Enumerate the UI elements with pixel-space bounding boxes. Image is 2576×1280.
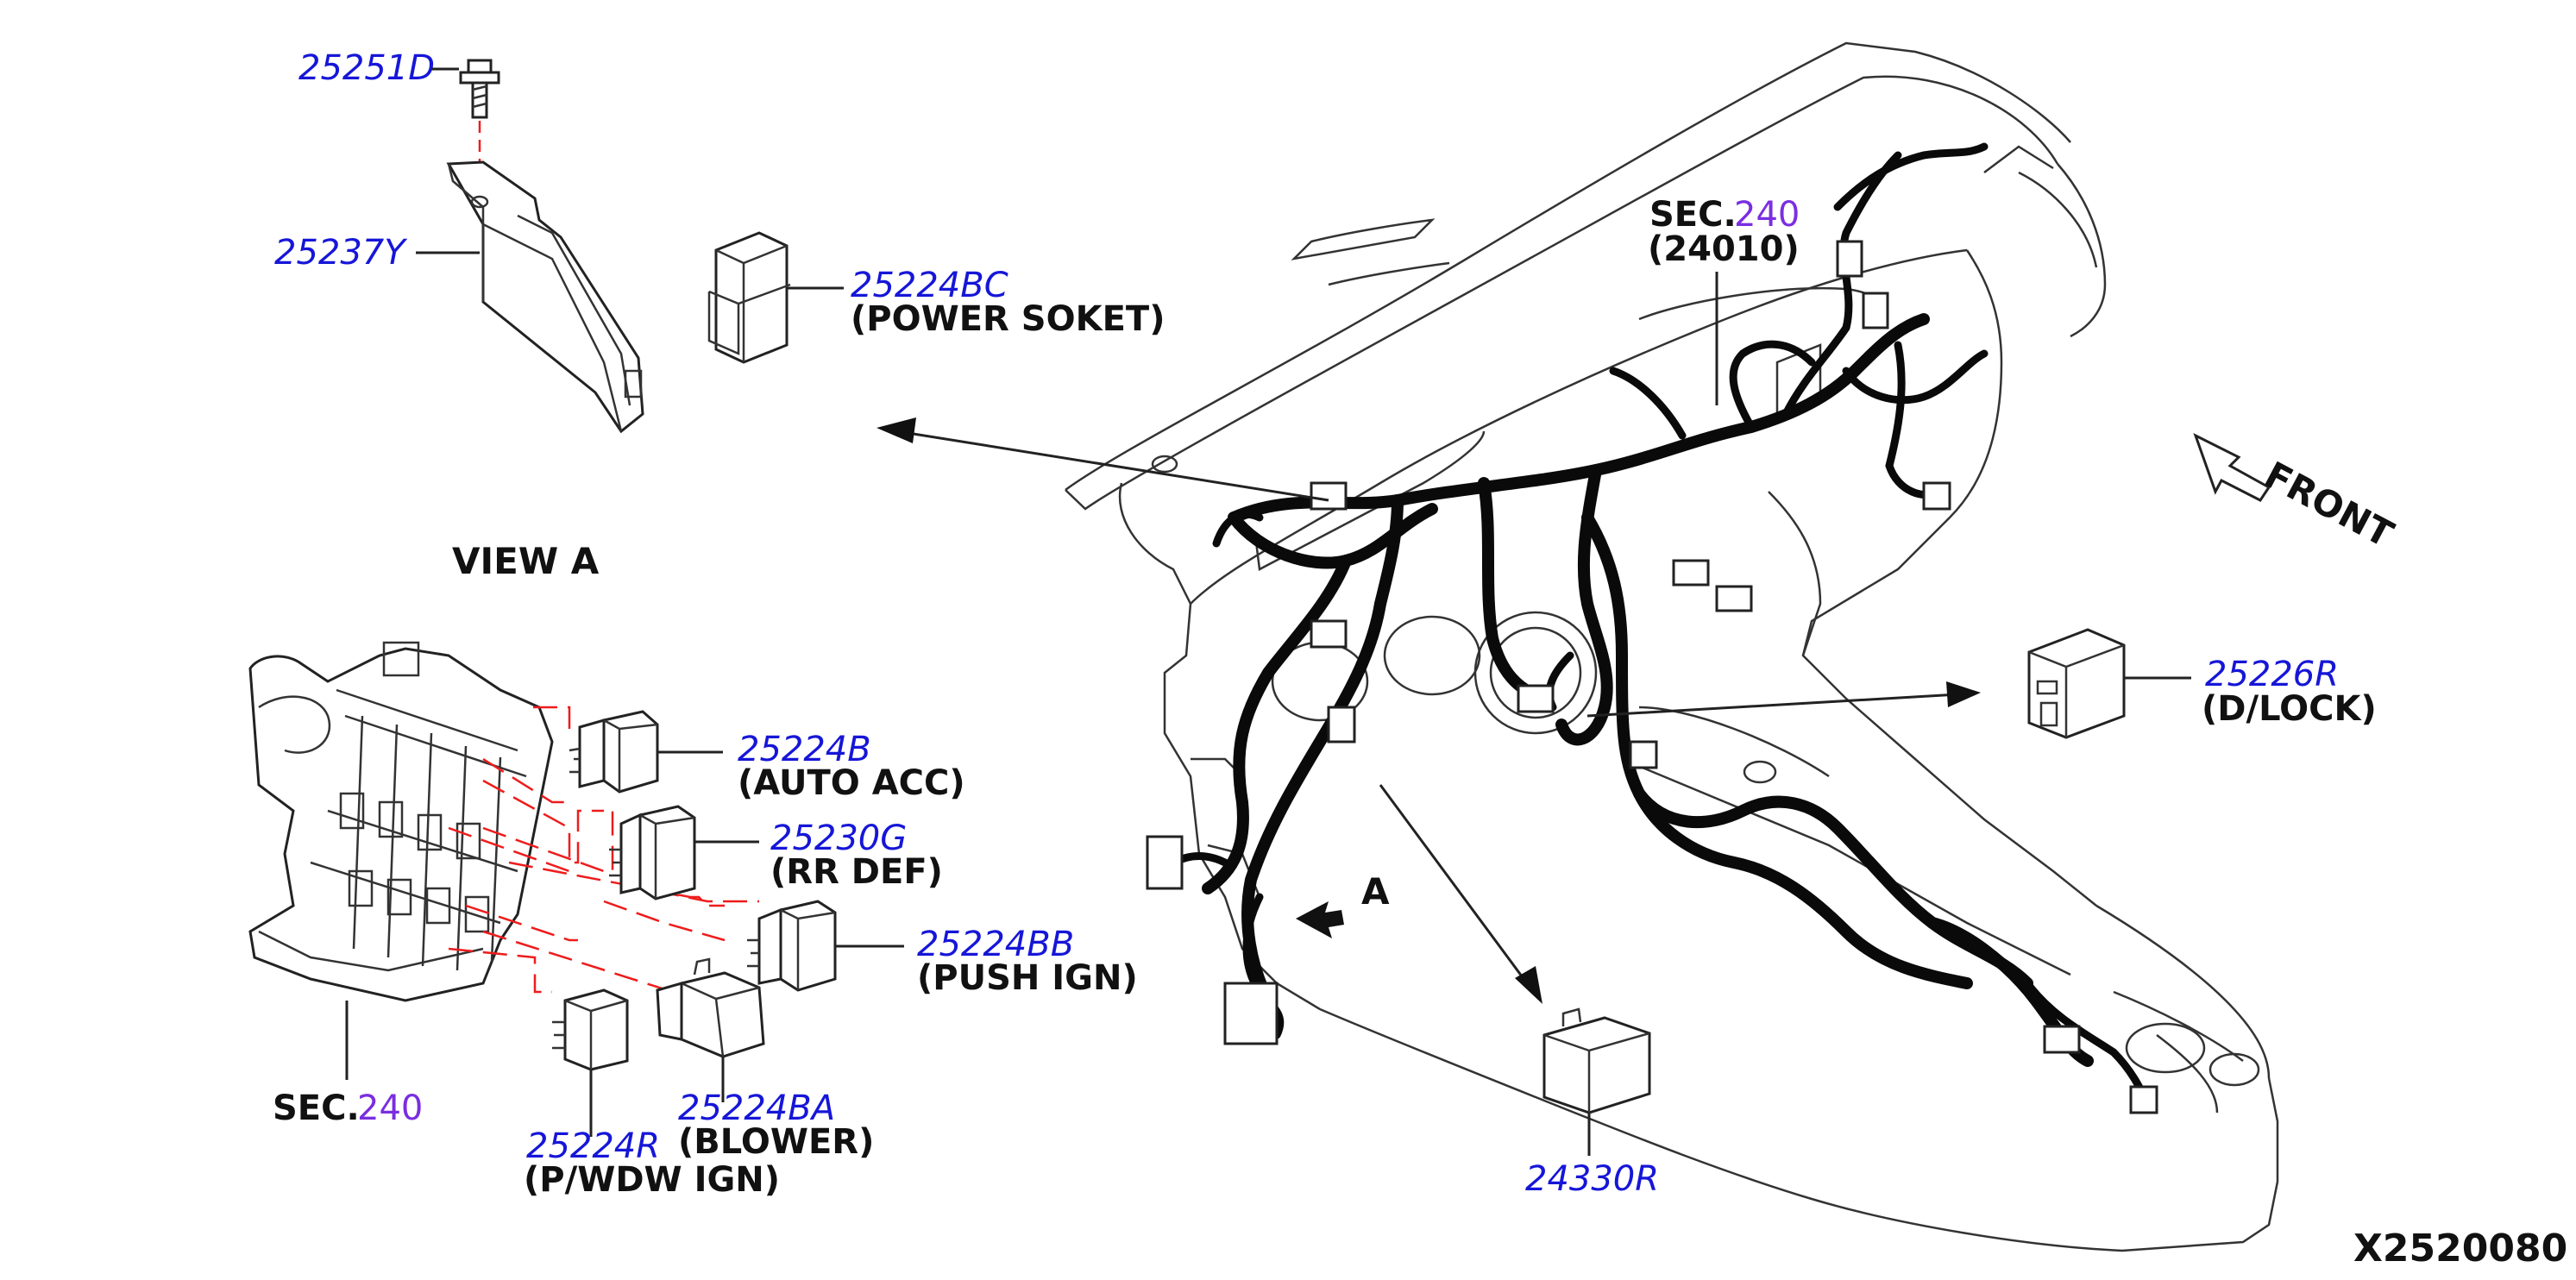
relay-25224BA[interactable]	[656, 957, 765, 1058]
part-number-25237Y[interactable]: 25237Y	[274, 233, 408, 273]
bolt-25251D[interactable]	[459, 59, 500, 119]
front-direction-arrow	[2193, 432, 2271, 502]
part-number-25230G[interactable]: 25230G	[770, 819, 907, 858]
relay-25224B[interactable]	[569, 710, 659, 794]
relay-25224R[interactable]	[552, 988, 629, 1071]
desc-25226R: (D/LOCK)	[2202, 689, 2377, 729]
dash-section-prefix: SEC.	[1649, 195, 1737, 235]
part-number-25224R[interactable]: 25224R	[526, 1126, 660, 1166]
desc-25224BB: (PUSH IGN)	[917, 958, 1138, 998]
view-a-label: VIEW A	[452, 540, 600, 582]
desc-25230G: (RR DEF)	[770, 852, 943, 892]
diagram-code: X2520080	[2353, 1227, 2567, 1271]
desc-25224B: (AUTO ACC)	[738, 763, 965, 803]
part-number-25224BA[interactable]: 25224BA	[678, 1089, 835, 1128]
part-number-25224BC[interactable]: 25224BC	[851, 266, 1008, 305]
relay-25224BC[interactable]	[707, 231, 791, 364]
view-a-arrow	[1296, 901, 1344, 938]
part-number-25226R[interactable]: 25226R	[2205, 655, 2339, 694]
dash-section-sub: (24010)	[1648, 229, 1800, 269]
relay-25224BB[interactable]	[747, 900, 837, 992]
callout-arrows	[876, 417, 1981, 1004]
front-label: FRONT	[2258, 454, 2400, 556]
fuse-block-section-number[interactable]: 240	[357, 1089, 423, 1128]
wiring-harness[interactable]	[1146, 142, 2158, 1114]
relay-24330R[interactable]	[1542, 1007, 1651, 1114]
part-number-25224BB[interactable]: 25224BB	[917, 925, 1074, 964]
instrument-panel	[1065, 41, 2279, 1252]
part-number-24330R[interactable]: 24330R	[1525, 1159, 1659, 1199]
relay-25226R[interactable]	[2027, 628, 2126, 739]
desc-25224BC: (POWER SOKET)	[851, 299, 1165, 339]
fuse-block[interactable]	[248, 641, 554, 1002]
part-number-25251D[interactable]: 25251D	[298, 48, 435, 88]
view-a-marker: A	[1361, 870, 1390, 913]
bracket-25237Y[interactable]	[446, 160, 644, 434]
part-number-25224B[interactable]: 25224B	[738, 730, 871, 769]
desc-25224BA: (BLOWER)	[678, 1122, 874, 1162]
dash-section-number[interactable]: 240	[1734, 195, 1800, 235]
fuse-block-section-prefix: SEC.	[273, 1089, 360, 1128]
desc-25224R: (P/WDW IGN)	[524, 1160, 780, 1200]
relay-25230G[interactable]	[609, 805, 696, 900]
